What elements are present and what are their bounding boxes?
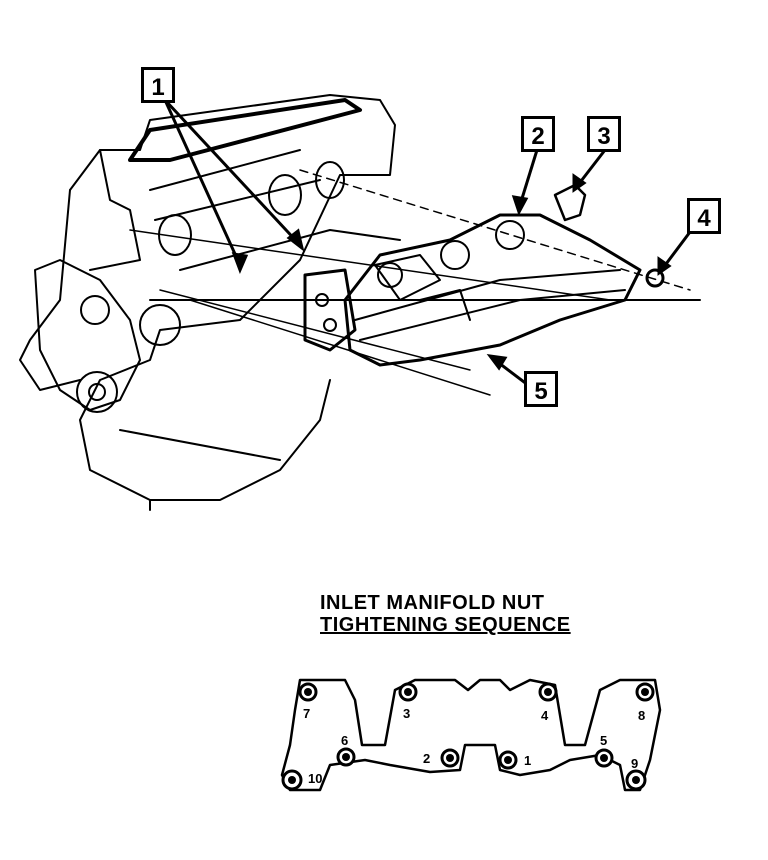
- callout-1: 1: [141, 67, 175, 103]
- leader-4: [661, 231, 692, 269]
- nut-label: 6: [341, 733, 349, 748]
- valve-cover: [128, 98, 362, 162]
- sensor-part: [553, 183, 587, 222]
- engine-block-outline: [69, 94, 396, 501]
- callout-2: 2: [521, 116, 555, 152]
- nut-label: 9: [631, 756, 639, 771]
- nut-label: 5: [600, 733, 608, 748]
- callout-3: 3: [587, 116, 621, 152]
- leader-1a: [163, 99, 242, 266]
- callout-4: 4: [687, 198, 721, 234]
- callout-5: 5: [524, 371, 558, 407]
- nut-label: 10: [308, 771, 323, 786]
- nut-label: 7: [303, 706, 311, 721]
- manifold-nut: [645, 268, 665, 288]
- nut-label: 4: [541, 708, 549, 723]
- sequence-nut-markers: [281, 682, 655, 791]
- leader-1b: [163, 98, 302, 247]
- leader-3: [576, 149, 607, 186]
- leader-2: [518, 149, 539, 206]
- intake-manifold: [343, 213, 642, 367]
- nut-label: 8: [638, 708, 646, 723]
- gasket-left: [303, 268, 357, 352]
- sequence-title-line2: TIGHTENING SEQUENCE: [320, 614, 571, 636]
- sequence-title-line1: INLET MANIFOLD NUT: [320, 592, 545, 614]
- sequence-title: INLET MANIFOLD NUT TIGHTENING SEQUENCE: [320, 592, 620, 636]
- nut-label: 2: [423, 751, 431, 766]
- nut-label: 1: [524, 753, 532, 768]
- nut-label: 3: [403, 706, 411, 721]
